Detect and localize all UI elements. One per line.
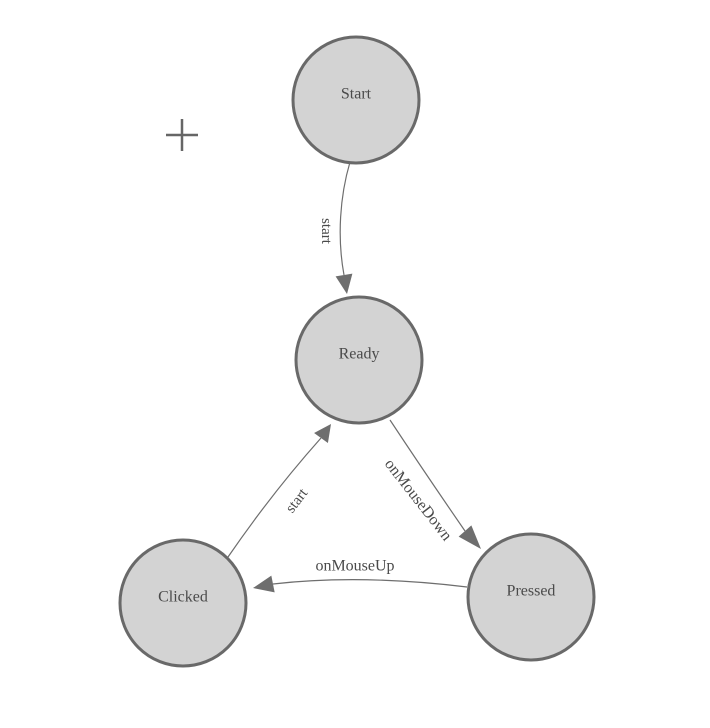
state-node-pressed[interactable]: Pressed bbox=[466, 532, 596, 662]
edge-arrowhead-icon bbox=[458, 525, 481, 549]
edge-arrowhead-icon bbox=[335, 273, 353, 294]
edge-arrowhead-icon bbox=[314, 424, 331, 443]
edge-path[interactable] bbox=[272, 579, 468, 588]
state-node-start[interactable]: Start bbox=[291, 35, 421, 165]
transition-edge-ready-to-pressed[interactable]: onMouseDown bbox=[381, 419, 481, 549]
edge-label-clicked-to-ready[interactable]: start bbox=[283, 485, 312, 516]
transition-edge-pressed-to-clicked[interactable]: onMouseUp bbox=[253, 558, 468, 593]
plus-icon[interactable] bbox=[166, 119, 198, 151]
state-node-clicked[interactable]: Clicked bbox=[118, 538, 248, 668]
edge-label-pressed-to-clicked[interactable]: onMouseUp bbox=[315, 558, 394, 575]
edge-arrowhead-icon bbox=[253, 575, 275, 593]
state-circle-start[interactable] bbox=[291, 35, 421, 165]
state-circle-pressed[interactable] bbox=[466, 532, 596, 662]
state-node-ready[interactable]: Ready bbox=[294, 295, 424, 425]
state-circle-ready[interactable] bbox=[294, 295, 424, 425]
transition-edge-clicked-to-ready[interactable]: start bbox=[227, 424, 331, 558]
edge-path[interactable] bbox=[339, 161, 351, 276]
edge-path[interactable] bbox=[389, 419, 466, 532]
edge-path[interactable] bbox=[227, 437, 322, 558]
transition-edge-start-to-ready[interactable]: start bbox=[318, 161, 353, 294]
edge-label-start-to-ready[interactable]: start bbox=[318, 218, 334, 245]
state-circle-clicked[interactable] bbox=[118, 538, 248, 668]
